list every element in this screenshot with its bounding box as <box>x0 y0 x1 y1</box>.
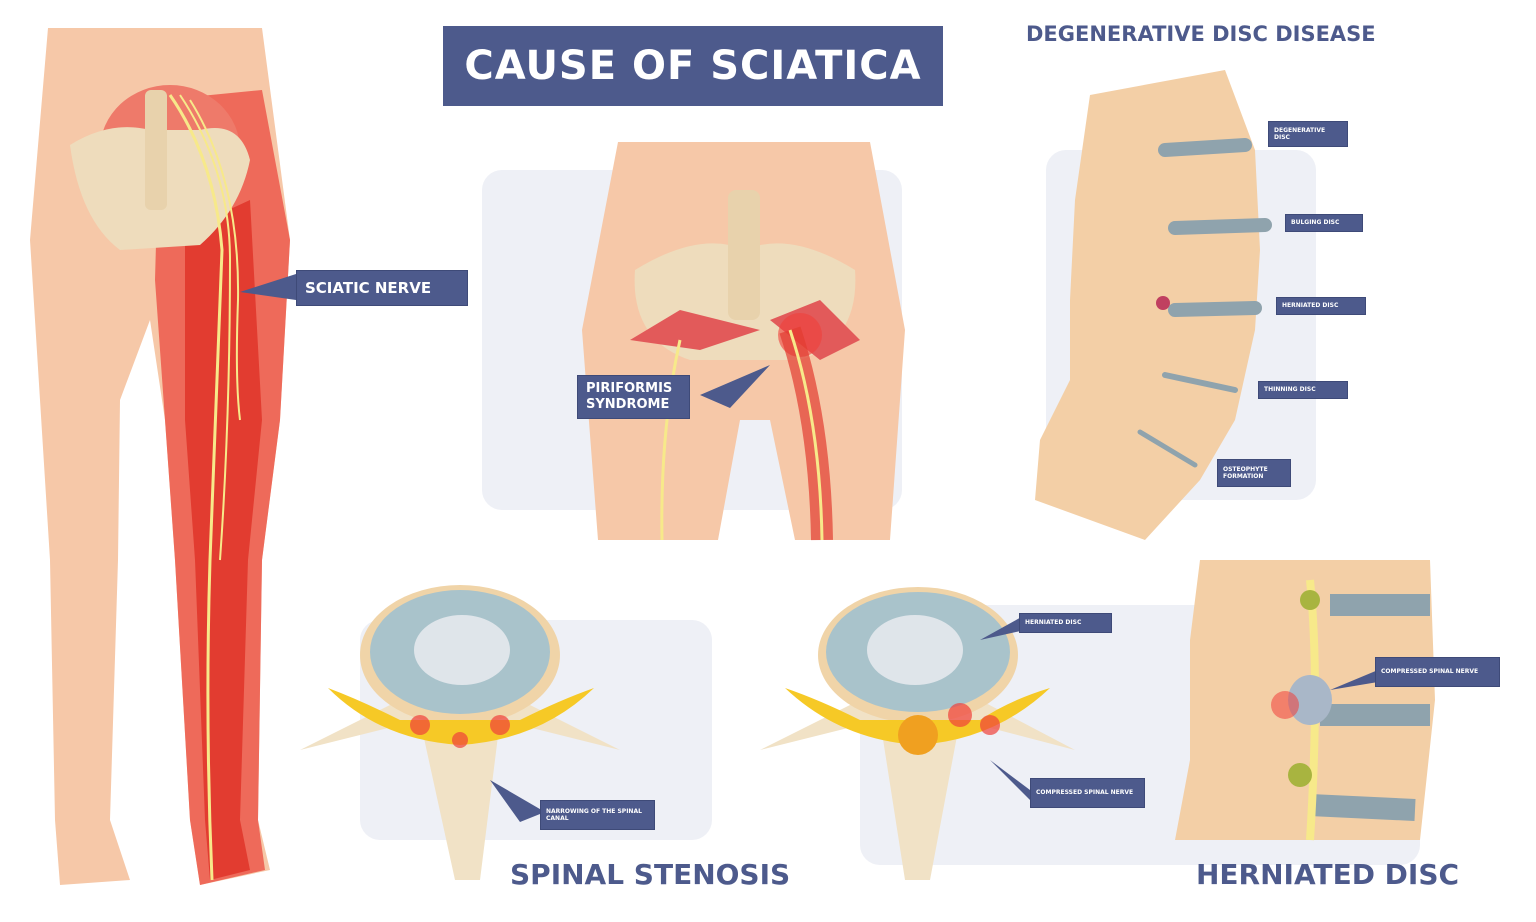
herniated-disc-side-label: HERNIATED DISC <box>1276 297 1366 315</box>
page-title: CAUSE OF SCIATICA <box>443 26 943 106</box>
herniated-top-pointer <box>980 615 1025 640</box>
degenerative-heading: DEGENERATIVE DISC DISEASE <box>1026 22 1376 46</box>
herniated-vertebra <box>760 587 1075 880</box>
degenerative-disc-label: DEGENERATIVE DISC <box>1268 121 1348 147</box>
osteophyte-label: OSTEOPHYTE FORMATION <box>1217 459 1291 487</box>
pelvis-figure <box>582 142 905 541</box>
piriformis-label: PIRIFORMIS SYNDROME <box>577 375 690 419</box>
compressed-nerve-top-label: COMPRESSED SPINAL NERVE <box>1030 778 1145 808</box>
bulging-disc-label: BULGING DISC <box>1285 214 1363 232</box>
compressed-nerve-side-label: COMPRESSED SPINAL NERVE <box>1375 657 1500 687</box>
narrowing-label: NARROWING OF THE SPINAL CANAL <box>540 800 655 830</box>
lumbar-spine-side <box>1035 70 1272 540</box>
compressed-top-pointer <box>990 760 1035 805</box>
narrowing-pointer <box>490 780 545 822</box>
herniated-spine-side <box>1175 560 1435 841</box>
stenosis-vertebra <box>300 585 620 880</box>
sciatic-nerve-label: SCIATIC NERVE <box>296 270 468 306</box>
herniated-heading: HERNIATED DISC <box>1196 858 1460 891</box>
stenosis-heading: SPINAL STENOSIS <box>510 858 791 891</box>
herniated-disc-top-label: HERNIATED DISC <box>1019 613 1112 633</box>
thinning-disc-label: THINNING DISC <box>1258 381 1348 399</box>
sciatic-nerve-pointer <box>240 274 296 300</box>
piriformis-pointer <box>700 365 770 408</box>
leg-figure <box>30 28 290 885</box>
